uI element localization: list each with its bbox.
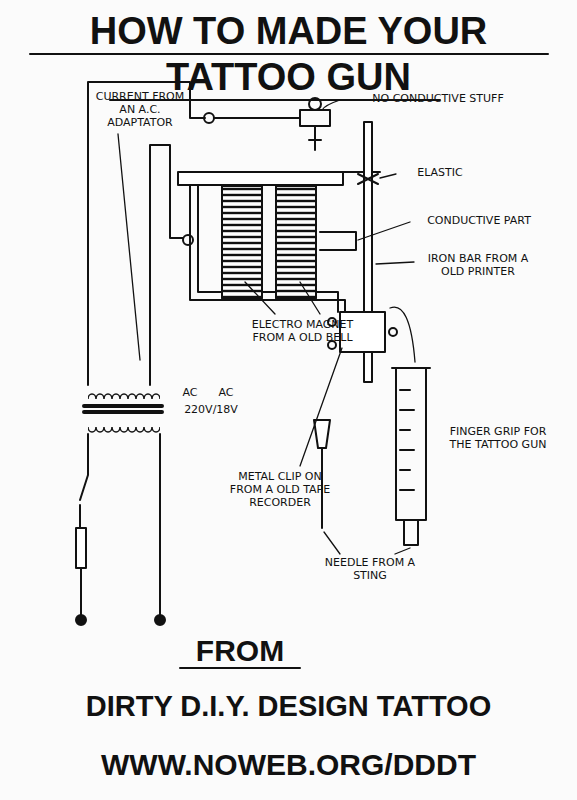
part-label: FINGER GRIP FOR THE TATTOO GUN	[448, 425, 548, 451]
part-label: NEEDLE FROM A STING	[320, 556, 420, 582]
part-label: ELASTIC	[400, 166, 480, 179]
part-label: CONDUCTIVE PART	[414, 214, 544, 227]
part-label: ELECTRO MAGNET FROM A OLD BELL	[240, 318, 365, 344]
wire-label: CURRENT FROM AN A.C. ADAPTATOR	[95, 90, 185, 129]
credit-text: FROM	[180, 634, 300, 668]
poster-title: HOW TO MADE YOUR TATTOO GUN	[40, 8, 537, 100]
web-address: WWW.NOWEB.ORG/DDDT	[5, 748, 572, 782]
voltage-label: AC	[214, 386, 238, 399]
part-label: METAL CLIP ON FROM A OLD TAPE RECORDER	[225, 470, 335, 509]
part-label: IRON BAR FROM A OLD PRINTER	[418, 252, 538, 278]
voltage-label: 220V/18V	[176, 403, 246, 416]
part-label: NO CONDUCTIVE STUFF	[343, 92, 533, 105]
credit-text: DIRTY D.I.Y. DESIGN TATTOO	[5, 690, 572, 723]
voltage-label: AC	[178, 386, 202, 399]
